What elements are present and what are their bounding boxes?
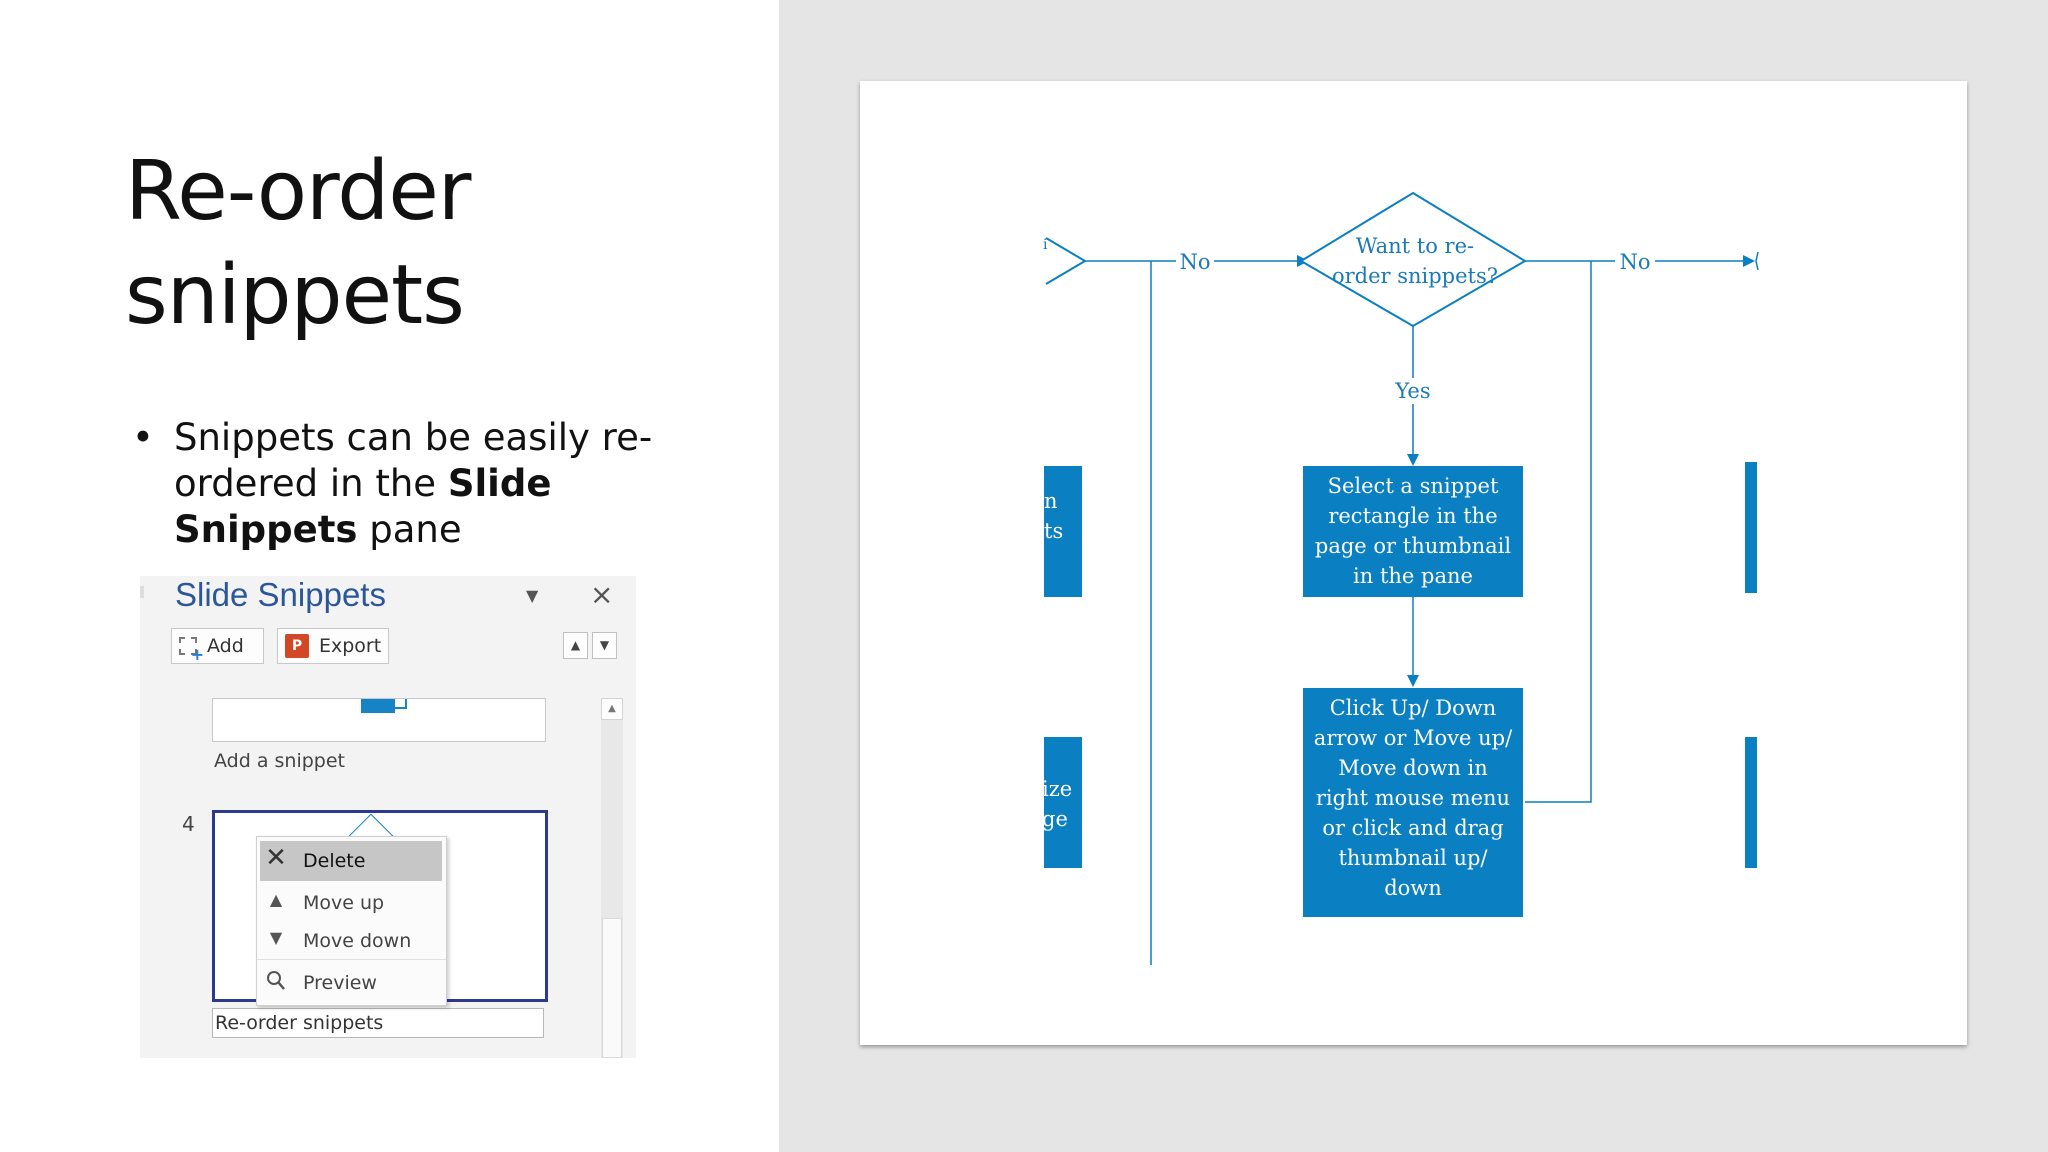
context-menu-preview[interactable]: Preview [257,963,446,1003]
add-button-label: Add [207,635,244,657]
context-menu-move-up-label: Move up [303,892,385,914]
flowchart-slide: i No Want to re- order snippets? No Yes … [860,81,1967,1045]
box2text-line: right mouse menu [1316,786,1510,810]
context-menu-move-down-label: Move down [303,930,412,952]
decision-diamond [1299,191,1527,328]
bullet-marker: • [132,416,154,459]
slide-snippets-pane: Slide Snippets ▼ × Add P Export ▲ ▼ Add … [140,576,636,1058]
flowchart-canvas: i No Want to re- order snippets? No Yes … [1042,191,1759,965]
pane-close-icon[interactable]: × [590,578,614,611]
export-button-label: Export [319,635,382,657]
pane-title: Slide Snippets [175,576,386,613]
yes-label-bg [1390,378,1436,404]
context-menu-move-down[interactable]: ▼ Move down [257,921,446,961]
decision-line-2: order snippets? [1332,264,1498,288]
decision-line-1: Want to re- [1356,234,1474,258]
bullet-text-pre: Snippets can be easily re-ordered in the [174,416,653,505]
snippet-caption: Add a snippet [214,750,345,772]
triangle-up-icon: ▲ [269,890,283,909]
left-partial-box-bottom-text: ize ge [1042,777,1072,831]
lpt-line: n [1044,489,1058,513]
process-box-select-snippet [1303,466,1523,597]
process-box-select-snippet-text: Select a snippet rectangle in the page or … [1315,474,1511,588]
pane-scrollbar[interactable]: ▲ [601,698,623,1058]
box2text-line: Move down in [1338,756,1488,780]
context-menu-preview-label: Preview [303,972,377,994]
slide-title: Re-order snippets [125,140,472,348]
snippet-thumbnail[interactable] [212,698,546,742]
right-partial-box-top [1745,462,1757,593]
no-right-label: No [1619,250,1650,274]
pane-options-dropdown-icon[interactable]: ▼ [526,586,539,605]
delete-x-icon: ✕ [265,843,287,873]
process-box-move-snippet-text: Click Up/ Down arrow or Move up/Move down… [1314,696,1513,900]
triangle-down-icon: ▼ [269,928,283,947]
export-button[interactable]: P Export [277,628,389,664]
thumbnail-connector [395,699,407,709]
magnifier-icon [265,970,287,994]
move-down-arrow-button[interactable]: ▼ [592,632,617,659]
left-partial-box-top [1044,466,1082,597]
add-snippet-button[interactable]: Add [171,628,264,664]
context-menu-move-up[interactable]: ▲ Move up [257,883,446,923]
bullet-text-post: pane [357,508,462,551]
left-chevron-label: i [1043,237,1048,253]
powerpoint-icon: P [285,634,309,658]
left-partial-box-top-text: n ts [1044,489,1063,543]
box1text-line: in the pane [1353,564,1473,588]
context-menu-delete-label: Delete [303,850,366,872]
slide-text-area: Re-order snippets • Snippets can be easi… [0,0,779,1152]
lpb-line: ize [1042,777,1072,801]
box2text-line: thumbnail up/ [1338,846,1488,870]
scroll-up-icon[interactable]: ▲ [601,698,623,720]
lpb-line: ge [1042,807,1068,831]
no-left-label: No [1179,250,1210,274]
pane-left-edge [140,586,144,598]
box2text-line: arrow or Move up/ [1314,726,1513,750]
thumbnail-shape [361,699,395,713]
process-box-move-snippet [1303,688,1523,917]
bullet-text: Snippets can be easily re-ordered in the… [174,415,734,553]
box2text-line: Click Up/ Down [1330,696,1497,720]
box1text-line: Select a snippet [1328,474,1499,498]
right-chevron-tip [1755,251,1759,271]
add-snippet-icon [179,637,204,664]
slide-title-line-2: snippets [125,248,465,343]
bullet-text-bold: Slide Snippets [174,462,552,551]
snippet-caption-field[interactable]: Re-order snippets [212,1008,544,1038]
left-chevron-shape [1045,237,1087,285]
right-partial-box-bottom [1745,737,1757,868]
loop-back-connector [1525,261,1592,803]
lpt-line: ts [1044,519,1063,543]
no-left-label-bg [1176,249,1214,273]
move-up-arrow-button[interactable]: ▲ [563,632,588,659]
yes-label: Yes [1394,379,1430,403]
scrollbar-thumb[interactable] [602,918,622,1058]
context-menu: ✕ Delete ▲ Move up ▼ Move down Preview [256,836,447,1006]
context-menu-delete[interactable]: ✕ Delete [260,841,442,881]
box1text-line: page or thumbnail [1315,534,1511,558]
snippet-number: 4 [182,812,195,836]
no-right-label-bg [1615,249,1655,273]
box2text-line: down [1384,876,1442,900]
left-partial-box-bottom [1044,737,1082,868]
box2text-line: or click and drag [1322,816,1503,840]
box1text-line: rectangle in the [1328,504,1497,528]
slide-title-line-1: Re-order [125,144,472,239]
context-menu-separator [257,959,446,960]
